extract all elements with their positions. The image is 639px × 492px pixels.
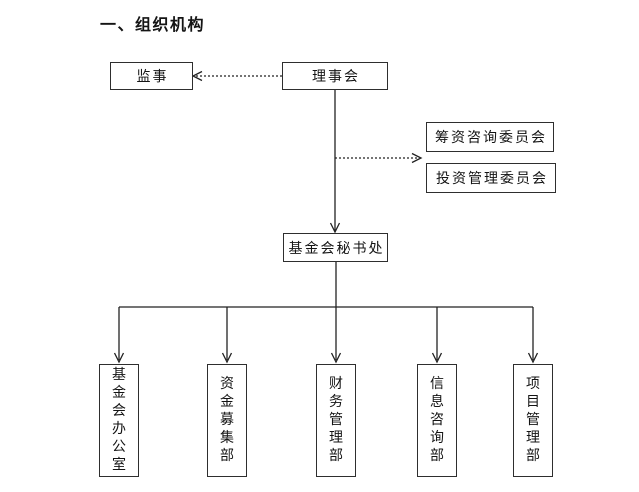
- org-node-secretariat: 基金会秘书处: [283, 233, 388, 262]
- dept-label: 项目管理部: [526, 376, 540, 464]
- org-node-investment-management-committee: 投资管理委员会: [426, 163, 556, 193]
- arrowhead-down: [221, 352, 233, 364]
- org-node-project-management-dept: 项目管理部: [513, 364, 553, 477]
- dept-label: 信息咨询部: [430, 376, 444, 464]
- org-node-fund-raising-dept: 资金募集部: [207, 364, 247, 477]
- connector-board-to-supervisor: [191, 70, 282, 82]
- connector-board-to-committees: [335, 152, 423, 164]
- org-node-board-of-directors: 理事会: [282, 62, 388, 90]
- org-node-supervisor: 监事: [110, 62, 193, 90]
- dept-label: 资金募集部: [220, 376, 234, 464]
- dept-label: 财务管理部: [329, 376, 343, 464]
- section-heading: 一、组织机构: [100, 17, 206, 34]
- connector-bus-to-dept-2: [221, 307, 233, 364]
- arrowhead-left: [191, 70, 203, 82]
- arrowhead-down: [431, 352, 443, 364]
- org-node-foundation-office: 基金会办公室: [99, 364, 139, 477]
- connector-bus-to-dept-4: [431, 307, 443, 364]
- org-node-information-consulting-dept: 信息咨询部: [417, 364, 457, 477]
- connector-bus-to-dept-5: [527, 307, 539, 364]
- connector-secretariat-to-bus: [119, 262, 533, 308]
- arrowhead-down: [330, 352, 342, 364]
- org-node-fundraising-advisory-committee: 筹资咨询委员会: [426, 122, 554, 152]
- arrowhead-down: [113, 352, 125, 364]
- connector-board-to-secretariat: [329, 90, 341, 234]
- connector-bus-to-dept-3: [330, 307, 342, 364]
- dept-label: 基金会办公室: [112, 367, 126, 473]
- arrowhead-right: [411, 152, 423, 164]
- arrowhead-down: [527, 352, 539, 364]
- arrowhead-down: [329, 222, 341, 234]
- connector-bus-to-dept-1: [113, 307, 125, 364]
- org-node-finance-management-dept: 财务管理部: [316, 364, 356, 477]
